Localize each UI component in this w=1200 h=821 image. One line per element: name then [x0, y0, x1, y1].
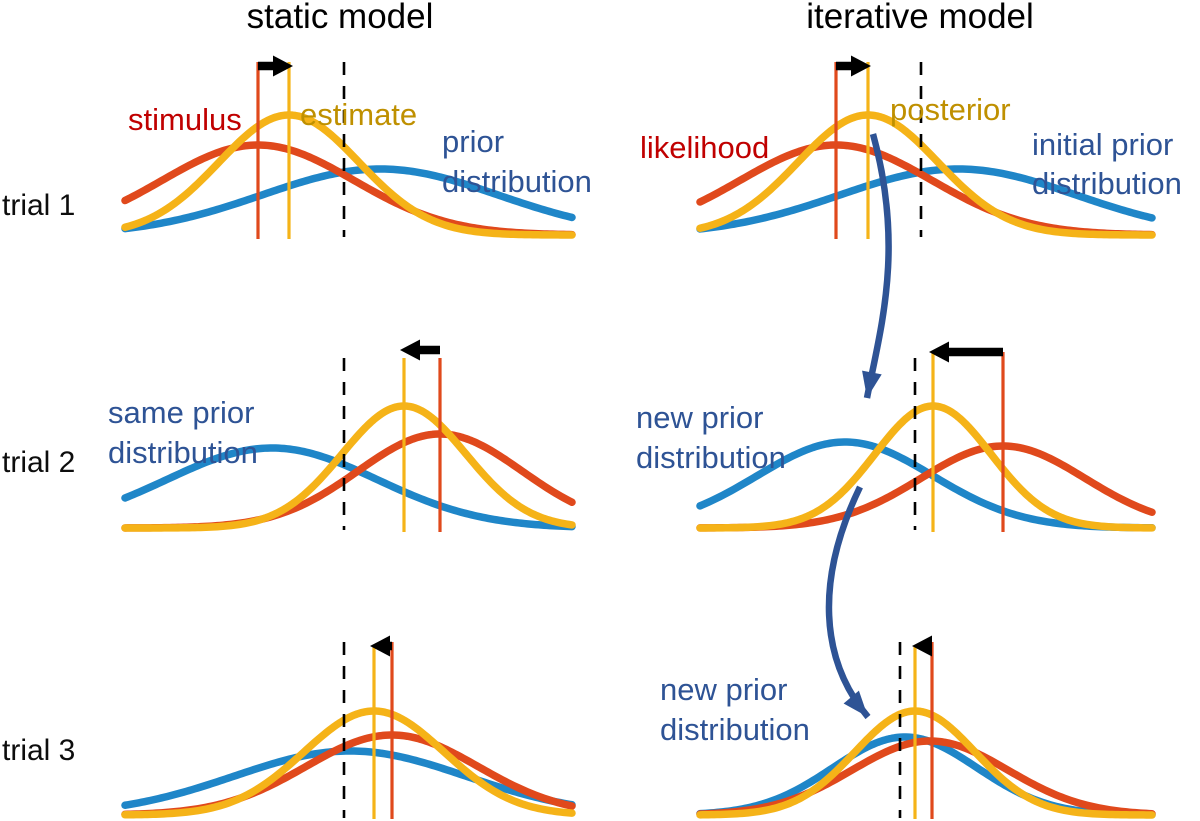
flow-arrow-shaft-posterior-to-new-prior-trial3: [825, 485, 871, 720]
panel-iterative-trial2: [696, 341, 1156, 532]
curve-posterior-iterative-trial2: [696, 402, 1156, 532]
label-posterior: posterior: [890, 92, 1011, 127]
label-estimate: estimate: [300, 97, 417, 132]
panels-group: [121, 55, 1156, 819]
label-initial-prior-line2: distribution: [1032, 166, 1182, 201]
panel-static-trial1: [121, 55, 576, 239]
row-label-trial-1: trial 1: [2, 189, 75, 222]
label-prior-line2: distribution: [442, 164, 592, 199]
label-initial-prior-line1: initial prior: [1032, 127, 1173, 162]
shift-arrow-head-static-trial2: [400, 339, 420, 361]
row-label-trial-3: trial 3: [2, 734, 75, 767]
curve-estimate-static-trial3: [121, 707, 576, 819]
curve-estimate-static-trial2: [121, 402, 576, 532]
panel-static-trial2: [121, 339, 576, 532]
panel-static-trial3: [121, 635, 576, 819]
column-title-static: static model: [247, 0, 434, 36]
label-new-prior-t2-line1: new prior: [636, 400, 764, 435]
flow-arrow-head-posterior-to-new-prior-trial2: [862, 370, 882, 398]
flow-arrow-shaft-posterior-to-new-prior-trial2: [863, 133, 892, 399]
shift-arrow-head-static-trial3: [370, 635, 390, 657]
curve-prior-static-trial1: [121, 165, 576, 233]
curve-posterior-static-trial1: [121, 111, 576, 239]
label-stimulus: stimulus: [128, 102, 242, 137]
label-same-prior-line1: same prior: [108, 395, 254, 430]
shift-arrow-head-iterative-trial1: [851, 55, 871, 77]
row-label-trial-2: trial 2: [2, 446, 75, 479]
label-prior-line1: prior: [442, 124, 504, 159]
label-new-prior-t3-line2: distribution: [660, 712, 810, 747]
shift-arrow-head-iterative-trial2: [929, 341, 949, 363]
curve-posterior-iterative-trial1: [696, 111, 1156, 239]
curve-prior-static-trial2: [121, 444, 576, 531]
panel-iterative-trial3: [696, 635, 1156, 819]
panel-iterative-trial1: [696, 55, 1156, 239]
label-likelihood: likelihood: [640, 130, 769, 165]
curve-prior-iterative-trial1: [696, 165, 1156, 233]
column-title-iterative: iterative model: [806, 0, 1034, 36]
label-new-prior-t2-line2: distribution: [636, 440, 786, 475]
curve-prior-static-trial3: [121, 747, 576, 809]
flow-arrows-group: [825, 133, 892, 720]
label-new-prior-t3-line1: new prior: [660, 672, 788, 707]
curve-posterior-iterative-trial3: [696, 707, 1156, 819]
flow-arrow-head-posterior-to-new-prior-trial3: [843, 690, 868, 717]
shift-arrow-head-iterative-trial3: [912, 635, 932, 657]
label-same-prior-line2: distribution: [108, 435, 258, 470]
shift-arrow-head-static-trial1: [273, 55, 293, 77]
